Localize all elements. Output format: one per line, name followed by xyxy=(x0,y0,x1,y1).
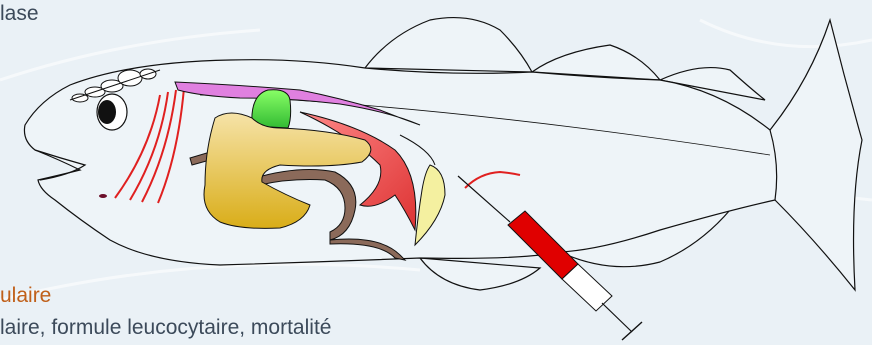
section-heading: ulaire xyxy=(0,284,51,308)
text-bottom-fragment: laire, formule leucocytaire, mortalité xyxy=(0,316,331,340)
text-top-fragment: lase xyxy=(0,2,39,26)
eye xyxy=(97,94,127,130)
nostril xyxy=(99,194,107,198)
tail-fin xyxy=(770,20,862,290)
